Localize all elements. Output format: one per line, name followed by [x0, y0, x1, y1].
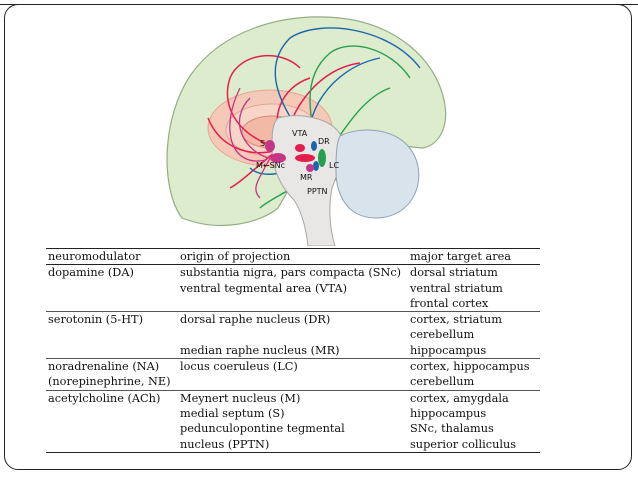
- cell: dopamine (DA): [48, 266, 134, 280]
- cell: [46, 296, 178, 312]
- cell: locus coeruleus (LC): [180, 360, 298, 374]
- header-target: major target area: [410, 250, 512, 263]
- cell: ventral striatum: [410, 281, 503, 295]
- snc-nucleus: [295, 154, 315, 162]
- cell: substantia nigra, pars compacta (SNc): [180, 266, 402, 280]
- acetylcholine-pathways: [229, 87, 271, 199]
- cell: [178, 374, 408, 390]
- cell: [178, 296, 408, 312]
- label-vta: VTA: [292, 129, 308, 138]
- cell: cortex, hippocampus: [410, 360, 530, 374]
- table-row: pedunculopontine tegmental SNc, thalamus: [46, 421, 540, 436]
- cell: Meynert nucleus (M): [180, 391, 301, 405]
- label-mr: MR: [300, 173, 313, 182]
- header-origin: origin of projection: [180, 250, 291, 263]
- cell: frontal cortex: [410, 296, 489, 310]
- pptn-nucleus: [306, 164, 314, 172]
- label-pptn: PPTN: [307, 187, 328, 196]
- cell: serotonin (5-HT): [48, 313, 143, 327]
- cell: hippocampus: [410, 406, 487, 420]
- table-row: medial septum (S) hippocampus: [46, 406, 540, 421]
- label-lc: LC: [329, 161, 339, 170]
- cell: noradrenaline (NA): [48, 360, 160, 374]
- table-row: nucleus (PPTN) superior colliculus: [46, 437, 540, 453]
- label-s: S: [260, 139, 265, 148]
- cell: [46, 421, 178, 436]
- mr-nucleus: [313, 161, 319, 171]
- cell: medial septum (S): [180, 406, 285, 420]
- table-row: noradrenaline (NA) locus coeruleus (LC) co…: [46, 359, 540, 375]
- cell: ventral tegmental area (VTA): [180, 281, 348, 295]
- table-row: acetylcholine (ACh) Meynert nucleus (M) co…: [46, 390, 540, 406]
- label-dr: DR: [318, 137, 330, 146]
- cell: cerebellum: [410, 375, 475, 389]
- cell: [46, 281, 178, 296]
- cell: SNc, thalamus: [410, 422, 494, 436]
- table-row: median raphe nucleus (MR) hippocampus: [46, 343, 540, 359]
- table-row: ventral tegmental area (VTA) ventral stri…: [46, 281, 540, 296]
- dr-nucleus: [311, 141, 317, 151]
- cell: pedunculopontine tegmental: [180, 422, 345, 436]
- cerebellum-region: [335, 129, 420, 219]
- cell: dorsal raphe nucleus (DR): [180, 313, 331, 327]
- table-row: cerebellum: [46, 327, 540, 342]
- header-neuromodulator: neuromodulator: [48, 250, 141, 263]
- cell: [46, 406, 178, 421]
- cell: [178, 327, 408, 342]
- table-header-row: neuromodulator origin of projection majo…: [46, 248, 540, 265]
- cell: cortex, amygdala: [410, 391, 509, 405]
- cell: [46, 327, 178, 342]
- cell: median raphe nucleus (MR): [180, 343, 340, 357]
- cell: hippocampus: [410, 343, 487, 357]
- neuromodulator-table: neuromodulator origin of projection majo…: [46, 248, 540, 453]
- cell: acetylcholine (ACh): [48, 391, 161, 405]
- meynert-nucleus: [270, 153, 286, 163]
- cell: nucleus (PPTN): [180, 437, 270, 451]
- cell: cerebellum: [410, 328, 475, 342]
- cell: cortex, striatum: [410, 313, 502, 327]
- table-row: serotonin (5-HT) dorsal raphe nucleus (DR…: [46, 312, 540, 328]
- cell: [46, 343, 178, 359]
- brain-pathways-diagram: S VTA DR M←SNc LC MR PPTN: [166, 16, 447, 246]
- cell: dorsal striatum: [410, 266, 498, 280]
- table-row: frontal cortex: [46, 296, 540, 312]
- lc-nucleus: [318, 149, 326, 167]
- table-row: dopamine (DA) substantia nigra, pars comp…: [46, 265, 540, 281]
- cell: superior colliculus: [410, 437, 517, 451]
- cell: [46, 437, 178, 453]
- label-m-snc: M←SNc: [256, 161, 285, 170]
- cell: (norepinephrine, NE): [48, 375, 171, 389]
- vta-nucleus: [295, 144, 305, 152]
- septum-nucleus: [265, 140, 275, 152]
- table-row: (norepinephrine, NE) cerebellum: [46, 374, 540, 391]
